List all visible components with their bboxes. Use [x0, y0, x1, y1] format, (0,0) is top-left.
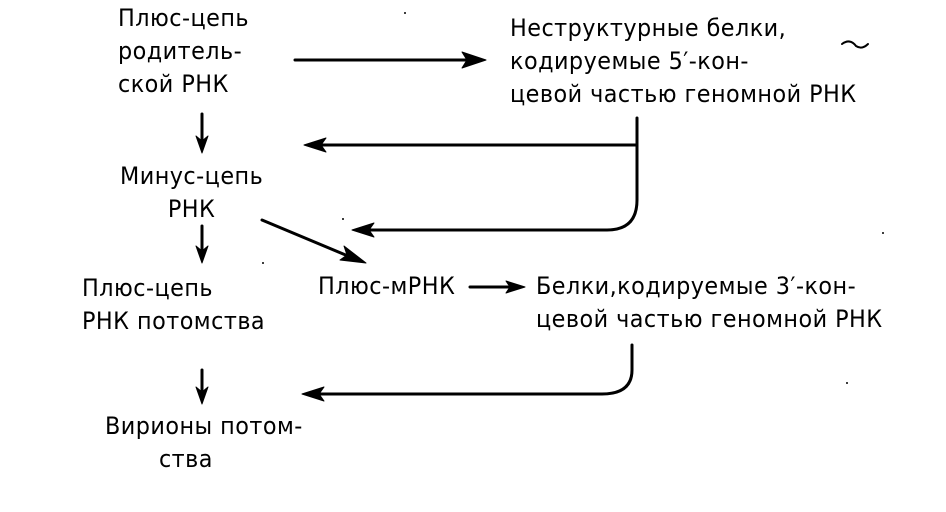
arrow-nonstructural-feedback [303, 116, 639, 238]
arrow-minus-to-mrna [260, 218, 367, 264]
node-minus-strand: Минус-цепь РНК [120, 160, 263, 226]
node-nonstructural-line-3: цевой частью геномной РНК [510, 80, 857, 108]
scan-speck [882, 232, 884, 234]
node-proteins-3-line-2: цевой частью геномной РНК [536, 305, 883, 333]
arrow-parent-to-minus [195, 112, 209, 154]
arrow-progeny-to-virions [195, 368, 209, 405]
scan-speck [846, 382, 848, 384]
scan-speck [342, 218, 344, 220]
arrow-minus-to-progeny [195, 224, 209, 264]
stray-mark [841, 40, 869, 49]
node-parent-plus-strand: Плюс-цепь родитель- ской РНК [118, 2, 249, 101]
arrow-proteins-to-virions [301, 343, 634, 402]
node-plus-mrna: Плюс-мРНК [318, 270, 455, 303]
node-proteins-3-prime: Белки,кодируемые 3′-кон- цевой частью ге… [536, 270, 883, 336]
node-nonstructural-line-2: кодируемые 5′-кон- [510, 47, 749, 75]
arrow-parent-to-nonstructural [293, 51, 487, 69]
node-plus-mrna-line-1: Плюс-мРНК [318, 272, 456, 300]
node-progeny-plus-line-2: РНК потомства [82, 307, 266, 335]
node-virions-line-2: ства [158, 445, 213, 473]
node-progeny-virions: Вирионы потом- ства [105, 410, 303, 476]
arrow-mrna-to-proteins [468, 280, 526, 294]
node-parent-plus-line-2: родитель- [118, 37, 243, 65]
scan-speck [404, 12, 406, 14]
node-nonstructural-line-1: Неструктурные белки, [510, 14, 787, 42]
node-virions-line-1: Вирионы потом- [105, 412, 303, 440]
node-progeny-plus-strand: Плюс-цепь РНК потомства [82, 272, 265, 338]
node-minus-line-2: РНК [167, 195, 216, 223]
scan-speck [262, 262, 264, 264]
node-parent-plus-line-3: ской РНК [118, 70, 229, 98]
node-nonstructural-proteins: Неструктурные белки, кодируемые 5′-кон- … [510, 12, 857, 111]
node-minus-line-1: Минус-цепь [120, 162, 264, 190]
node-parent-plus-line-1: Плюс-цепь [118, 4, 250, 32]
node-progeny-plus-line-1: Плюс-цепь [82, 274, 214, 302]
node-proteins-3-line-1: Белки,кодируемые 3′-кон- [536, 272, 857, 300]
